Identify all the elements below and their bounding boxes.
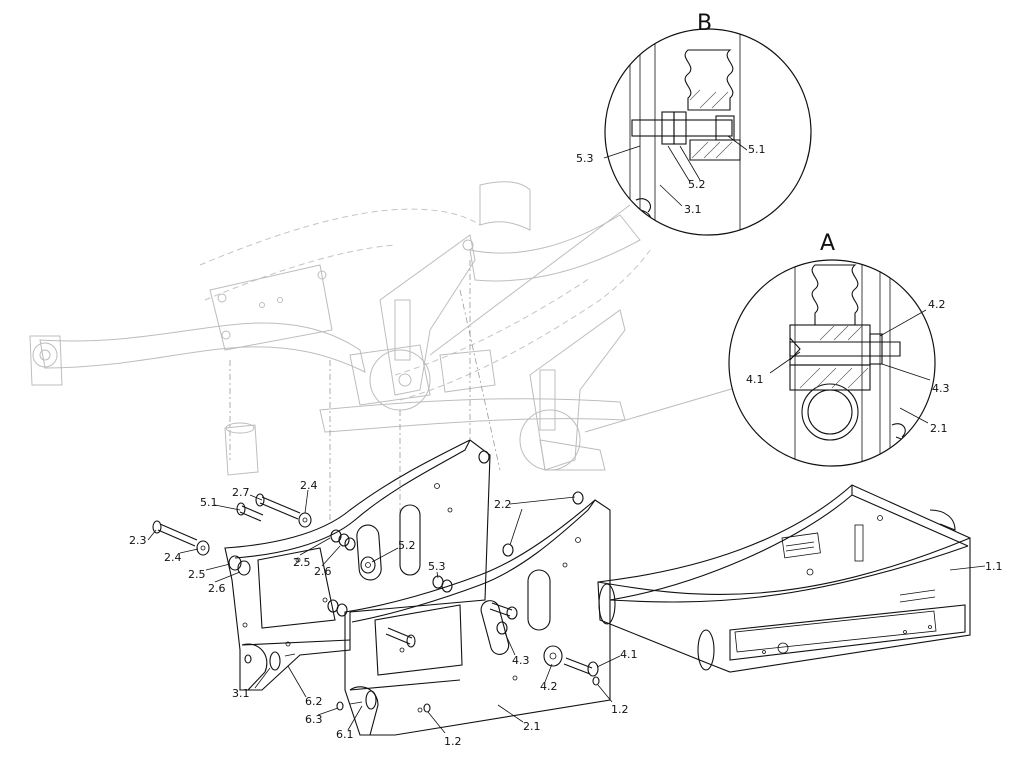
seat-pan	[597, 484, 971, 673]
label-5-3: 5.3	[428, 560, 446, 573]
label-6-1: 6.1	[336, 728, 354, 741]
hardware	[152, 450, 600, 713]
label-6-3: 6.3	[305, 713, 323, 726]
label-3-1: 3.1	[232, 687, 250, 700]
label-6-2: 6.2	[305, 695, 323, 708]
label-2-4: 2.4	[164, 551, 182, 564]
label-2-5: 2.5	[188, 568, 206, 581]
label-4-2: 4.2	[540, 680, 558, 693]
detail-a-leaders	[769, 309, 931, 424]
detail-b-view	[604, 28, 812, 236]
label-2-7: 2.7	[232, 486, 250, 499]
detail-b-leaders	[603, 135, 748, 207]
label-5-1-detail: 5.1	[748, 143, 766, 156]
detail-a-view	[728, 259, 936, 467]
label-1-1: 1.1	[985, 560, 1003, 573]
label-4-1: 4.1	[620, 648, 638, 661]
seat-pan-leader	[949, 565, 986, 571]
label-5-2: 5.2	[398, 539, 416, 552]
label-4-3: 4.3	[512, 654, 530, 667]
label-2-6-inner: 2.6	[314, 565, 332, 578]
detail-a-leader	[584, 384, 746, 433]
side-plate-left	[224, 439, 491, 691]
label-2-6: 2.6	[208, 582, 226, 595]
label-5-1: 5.1	[200, 496, 218, 509]
label-2-4-upper: 2.4	[300, 479, 318, 492]
label-1-2-right: 1.2	[611, 703, 629, 716]
label-5-2-detail: 5.2	[688, 178, 706, 191]
label-3-1-detail: 3.1	[684, 203, 702, 216]
label-2-1-detail: 2.1	[930, 422, 948, 435]
detail-b-leader	[429, 204, 631, 356]
detail-a-title: A	[820, 231, 835, 256]
label-2-5-inner: 2.5	[293, 556, 311, 569]
ghost-frame	[29, 181, 651, 520]
label-4-2-detail: 4.2	[928, 298, 946, 311]
label-2-1: 2.1	[523, 720, 541, 733]
side-plate-right	[344, 499, 611, 736]
label-2-3: 2.3	[129, 534, 147, 547]
label-5-3-detail: 5.3	[576, 152, 594, 165]
label-2-2: 2.2	[494, 498, 512, 511]
label-1-2: 1.2	[444, 735, 462, 748]
main-leaders	[147, 489, 621, 734]
label-4-3-detail: 4.3	[932, 382, 950, 395]
detail-b-title: B	[697, 11, 712, 36]
label-4-1-detail: 4.1	[746, 373, 764, 386]
